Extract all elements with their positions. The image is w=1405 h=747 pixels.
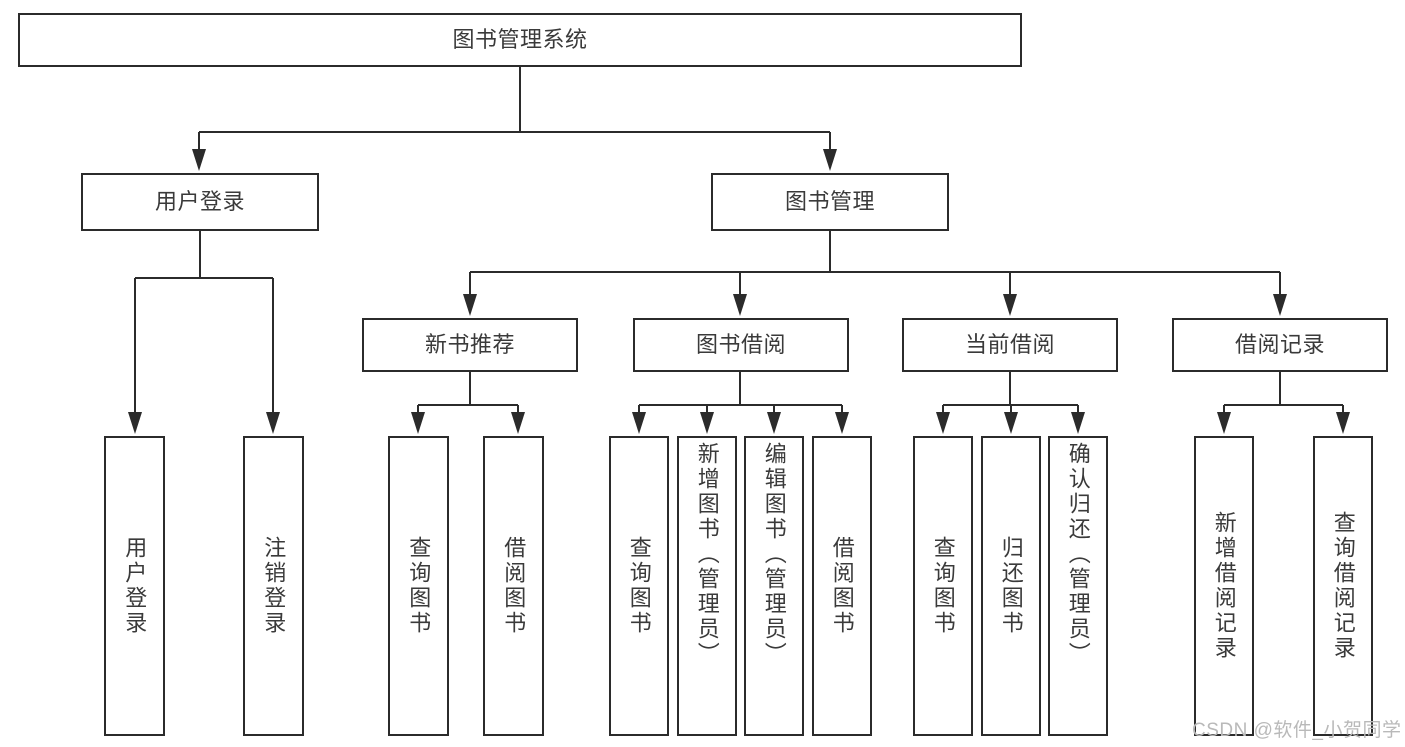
node-leaf-add-book-admin[interactable]: 新增图书（管理员）	[677, 436, 737, 736]
connector-arrowhead	[823, 149, 837, 171]
connector-arrowhead	[463, 294, 477, 316]
node-new-book-recommend[interactable]: 新书推荐	[362, 318, 578, 372]
connector-arrowhead	[1071, 412, 1085, 434]
node-label: 借阅图书	[501, 536, 527, 636]
node-label: 当前借阅	[964, 331, 1055, 357]
node-label: 编辑图书（管理员）	[761, 442, 787, 667]
connector-arrowhead	[767, 412, 781, 434]
node-label: 用户登录	[154, 188, 245, 214]
node-label: 图书管理	[784, 188, 875, 214]
node-book-borrow[interactable]: 图书借阅	[633, 318, 849, 372]
node-label: 新增借阅记录	[1211, 511, 1237, 661]
node-leaf-query-book-3[interactable]: 查询图书	[913, 436, 973, 736]
node-label: 新书推荐	[424, 331, 515, 357]
node-label: 图书管理系统	[452, 26, 588, 52]
node-current-borrow[interactable]: 当前借阅	[902, 318, 1118, 372]
node-book-management[interactable]: 图书管理	[711, 173, 949, 231]
connector-arrowhead	[632, 412, 646, 434]
connector-arrowheads	[128, 149, 1350, 434]
node-label: 借阅图书	[829, 536, 855, 636]
node-leaf-logout-login[interactable]: 注销登录	[243, 436, 304, 736]
connector-arrowhead	[1217, 412, 1231, 434]
node-label: 查询图书	[406, 536, 432, 636]
node-leaf-add-borrow-record[interactable]: 新增借阅记录	[1194, 436, 1254, 736]
connector-arrowhead	[411, 412, 425, 434]
node-system-title[interactable]: 图书管理系统	[18, 13, 1022, 67]
node-label: 归还图书	[998, 536, 1024, 636]
connector-arrowhead	[1003, 294, 1017, 316]
connector-arrowhead	[192, 149, 206, 171]
connector-lines	[134, 67, 1344, 428]
node-leaf-query-borrow-record[interactable]: 查询借阅记录	[1313, 436, 1373, 736]
node-label: 图书借阅	[695, 331, 786, 357]
connector-arrowhead	[266, 412, 280, 434]
node-leaf-borrow-book-1[interactable]: 借阅图书	[483, 436, 544, 736]
connector-arrowhead	[936, 412, 950, 434]
connector-arrowhead	[1273, 294, 1287, 316]
node-borrow-record[interactable]: 借阅记录	[1172, 318, 1388, 372]
node-user-login[interactable]: 用户登录	[81, 173, 319, 231]
node-label: 新增图书（管理员）	[694, 442, 720, 667]
node-label: 查询图书	[626, 536, 652, 636]
node-label: 确认归还（管理员）	[1065, 442, 1091, 667]
connector-arrowhead	[835, 412, 849, 434]
node-label: 查询借阅记录	[1330, 511, 1356, 661]
connector-arrowhead	[1336, 412, 1350, 434]
connector-arrowhead	[128, 412, 142, 434]
connector-arrowhead	[700, 412, 714, 434]
connector-arrowhead	[733, 294, 747, 316]
node-label: 借阅记录	[1234, 331, 1325, 357]
node-leaf-query-book-1[interactable]: 查询图书	[388, 436, 449, 736]
node-leaf-query-book-2[interactable]: 查询图书	[609, 436, 669, 736]
node-leaf-return-book[interactable]: 归还图书	[981, 436, 1041, 736]
connector-arrowhead	[511, 412, 525, 434]
node-label: 注销登录	[261, 536, 287, 636]
connector-arrowhead	[1004, 412, 1018, 434]
node-label: 查询图书	[930, 536, 956, 636]
node-leaf-edit-book-admin[interactable]: 编辑图书（管理员）	[744, 436, 804, 736]
node-leaf-confirm-return-admin[interactable]: 确认归还（管理员）	[1048, 436, 1108, 736]
node-leaf-borrow-book-2[interactable]: 借阅图书	[812, 436, 872, 736]
node-label: 用户登录	[122, 536, 148, 636]
node-leaf-user-login[interactable]: 用户登录	[104, 436, 165, 736]
